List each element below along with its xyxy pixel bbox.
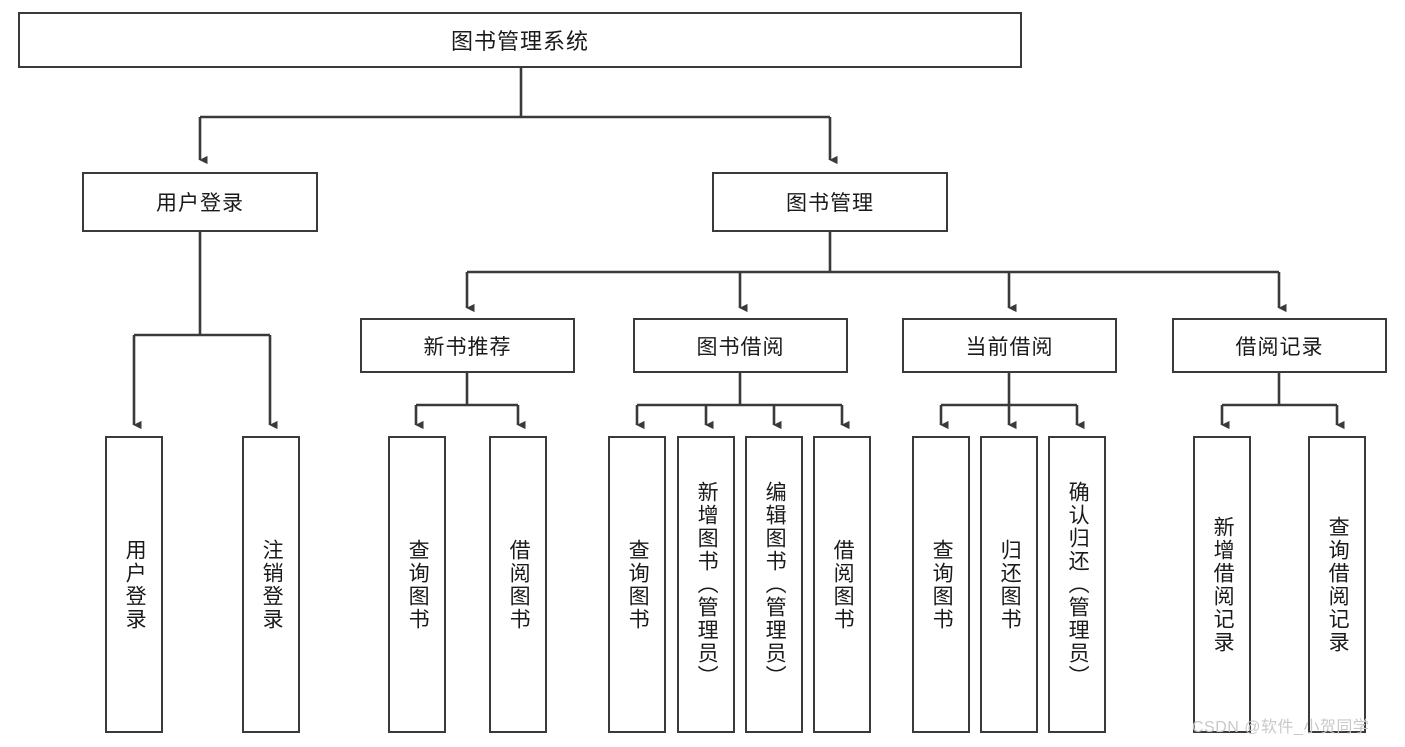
node-root-book-management-system[interactable]: 图书管理系统 [18, 12, 1022, 68]
leaf-current-query-book-label: 查询图书 [930, 538, 954, 631]
node-root-label: 图书管理系统 [450, 29, 589, 54]
leaf-current-confirm-return-admin[interactable]: 确认归还（管理员） [1048, 436, 1106, 733]
node-borrow-record[interactable]: 借阅记录 [1172, 318, 1387, 373]
csdn-watermark: CSDN @软件_小贺同学 [1192, 719, 1370, 736]
leaf-borrow-edit-book-admin-label: 编辑图书（管理员） [763, 481, 787, 688]
leaf-borrow-query-book[interactable]: 查询图书 [608, 436, 666, 733]
leaf-record-query-borrow-record-label: 查询借阅记录 [1326, 515, 1350, 654]
node-user-login[interactable]: 用户登录 [82, 172, 318, 232]
leaf-recommend-borrow-book-label: 借阅图书 [507, 538, 531, 631]
node-new-book-recommend[interactable]: 新书推荐 [360, 318, 575, 373]
leaf-recommend-query-book[interactable]: 查询图书 [388, 436, 446, 733]
leaf-recommend-query-book-label: 查询图书 [406, 538, 430, 631]
node-current-borrow-label: 当前借阅 [965, 335, 1054, 359]
node-user-login-label: 用户登录 [156, 192, 244, 215]
node-book-borrow[interactable]: 图书借阅 [633, 318, 848, 373]
leaf-borrow-add-book-admin[interactable]: 新增图书（管理员） [677, 436, 735, 733]
leaf-borrow-borrow-book[interactable]: 借阅图书 [813, 436, 871, 733]
leaf-record-add-borrow-record[interactable]: 新增借阅记录 [1193, 436, 1251, 733]
node-current-borrow[interactable]: 当前借阅 [902, 318, 1117, 373]
leaf-recommend-borrow-book[interactable]: 借阅图书 [489, 436, 547, 733]
node-book-management[interactable]: 图书管理 [712, 172, 948, 232]
node-new-book-recommend-label: 新书推荐 [423, 335, 512, 359]
leaf-user-login[interactable]: 用户登录 [105, 436, 163, 733]
leaf-logout-label: 注销登录 [260, 538, 284, 631]
leaf-borrow-borrow-book-label: 借阅图书 [831, 538, 855, 631]
leaf-borrow-add-book-admin-label: 新增图书（管理员） [695, 481, 719, 688]
leaf-current-confirm-return-admin-label: 确认归还（管理员） [1066, 481, 1090, 688]
leaf-logout[interactable]: 注销登录 [242, 436, 300, 733]
leaf-record-add-borrow-record-label: 新增借阅记录 [1211, 515, 1235, 654]
leaf-current-return-book[interactable]: 归还图书 [980, 436, 1038, 733]
leaf-borrow-query-book-label: 查询图书 [626, 538, 650, 631]
node-borrow-record-label: 借阅记录 [1235, 335, 1324, 359]
leaf-current-return-book-label: 归还图书 [998, 538, 1022, 631]
node-book-borrow-label: 图书借阅 [696, 335, 785, 359]
leaf-borrow-edit-book-admin[interactable]: 编辑图书（管理员） [745, 436, 803, 733]
node-book-management-label: 图书管理 [786, 192, 874, 215]
leaf-record-query-borrow-record[interactable]: 查询借阅记录 [1308, 436, 1366, 733]
leaf-user-login-label: 用户登录 [123, 538, 147, 631]
leaf-current-query-book[interactable]: 查询图书 [912, 436, 970, 733]
